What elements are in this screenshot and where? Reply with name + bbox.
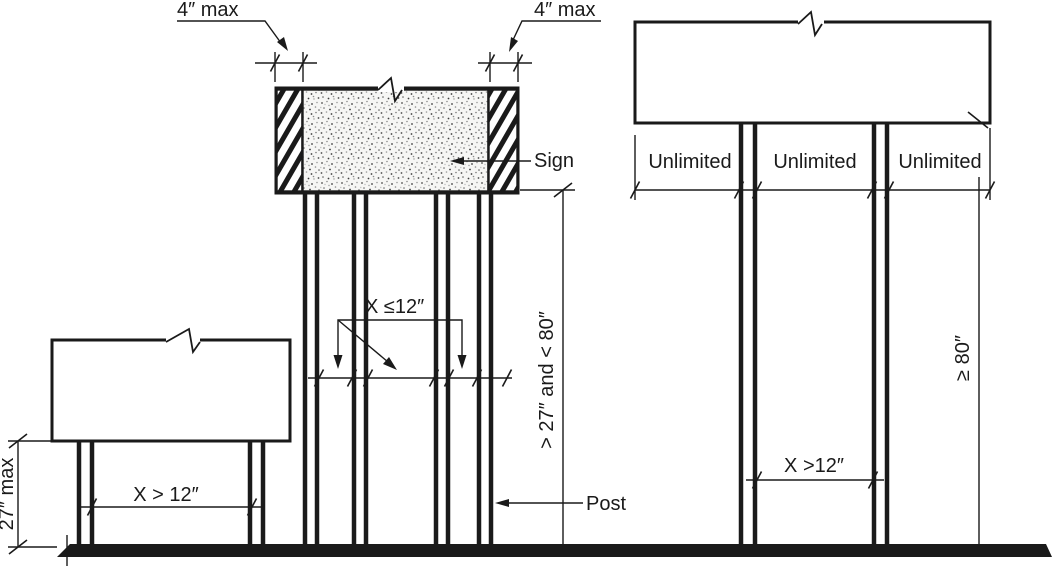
low-sign-panel bbox=[50, 338, 292, 443]
dimension-tick bbox=[984, 181, 996, 199]
mid-sign-overhang-left-label: 4″ max bbox=[177, 0, 239, 21]
mid-sign-overhang-right bbox=[487, 88, 519, 193]
dimension-tick bbox=[86, 498, 98, 516]
high-sign-panel bbox=[633, 20, 992, 125]
sign-callout: Sign bbox=[450, 150, 574, 172]
dimension-tick bbox=[269, 54, 281, 72]
mid-sign-figure: 4″ max 4″ max Sign Post bbox=[177, 0, 626, 544]
break-zigzag bbox=[797, 10, 823, 38]
dimension-tick bbox=[313, 369, 325, 387]
dimension-tick bbox=[751, 471, 763, 489]
mid-sign-overhang-left-dimension: 4″ max bbox=[177, 0, 317, 82]
dimension-tick bbox=[346, 369, 358, 387]
clearance-label-center: Unlimited bbox=[773, 151, 856, 173]
high-sign-spacing-dimension: X >12″ bbox=[746, 455, 884, 489]
dimension-tick bbox=[867, 471, 879, 489]
dimension-tick bbox=[512, 54, 524, 72]
mid-sign-overhang-right-label: 4″ max bbox=[534, 0, 596, 21]
mid-sign-spacing-label: X ≤12″ bbox=[365, 296, 424, 318]
dimension-tick bbox=[471, 369, 483, 387]
leader-line bbox=[512, 20, 601, 41]
break-zigzag bbox=[165, 327, 201, 355]
high-sign-height-dimension: ≥ 80″ bbox=[952, 177, 980, 544]
dimension-tick bbox=[8, 433, 28, 449]
clearance-label-right: Unlimited bbox=[898, 151, 981, 173]
leader-arrowhead bbox=[509, 37, 518, 52]
high-sign-figure: Unlimited Unlimited Unlimited X >12″ ≥ 8… bbox=[629, 10, 996, 544]
ground-bar bbox=[57, 544, 1052, 557]
leader-arrowhead bbox=[450, 157, 464, 165]
mid-sign-height-label: > 27″ and < 80″ bbox=[536, 311, 558, 449]
low-sign-figure: X > 12″ 27″ max bbox=[0, 327, 292, 555]
dimension-tick bbox=[8, 539, 28, 555]
mid-sign-break-symbol bbox=[377, 76, 404, 104]
sign-callout-label: Sign bbox=[534, 150, 574, 172]
post-callout-label: Post bbox=[586, 493, 626, 515]
ground bbox=[57, 535, 1052, 566]
leader-arrowhead bbox=[383, 357, 397, 370]
high-sign-height-label: ≥ 80″ bbox=[952, 335, 974, 381]
mid-sign-overhang-left bbox=[275, 88, 304, 193]
high-sign-break-symbol bbox=[797, 10, 824, 38]
leader-arrowhead bbox=[495, 499, 509, 507]
dimension-tick bbox=[553, 182, 573, 198]
leader-line bbox=[177, 20, 282, 44]
leader-arrowhead bbox=[277, 37, 288, 51]
dimension-tick bbox=[297, 54, 309, 72]
dimension-tick bbox=[629, 181, 641, 199]
high-sign-clearance-dimension: Unlimited Unlimited Unlimited bbox=[629, 111, 996, 200]
dimension-tick bbox=[733, 181, 745, 199]
break-mask bbox=[378, 84, 404, 92]
mid-sign-panel-center bbox=[301, 88, 490, 193]
dimension-tick bbox=[751, 181, 763, 199]
leader-line bbox=[337, 319, 463, 357]
dimension-tick bbox=[246, 498, 258, 516]
dimension-tick bbox=[443, 369, 455, 387]
dimension-tick bbox=[883, 181, 895, 199]
leader-arrowhead bbox=[457, 355, 467, 369]
dimension-tick bbox=[501, 369, 513, 387]
corner-tick bbox=[967, 111, 989, 129]
low-sign-height-label: 27″ max bbox=[0, 458, 18, 531]
dimension-tick bbox=[428, 369, 440, 387]
mid-sign-height-dimension: > 27″ and < 80″ bbox=[520, 182, 575, 544]
post-callout: Post bbox=[495, 493, 626, 515]
mid-sign-overhang-right-dimension: 4″ max bbox=[478, 0, 601, 82]
dimension-tick bbox=[362, 369, 374, 387]
low-sign-spacing-dimension: X > 12″ bbox=[79, 484, 262, 516]
break-mask bbox=[166, 336, 200, 344]
low-sign-height-dimension: 27″ max bbox=[0, 433, 57, 555]
mid-sign-spacing-dimension: X ≤12″ bbox=[308, 296, 513, 387]
leader-arrowhead bbox=[333, 355, 343, 369]
dimension-tick bbox=[866, 181, 878, 199]
high-sign-spacing-label: X >12″ bbox=[784, 455, 844, 477]
low-sign-break-symbol bbox=[165, 327, 201, 355]
low-sign-spacing-label: X > 12″ bbox=[133, 484, 198, 506]
dimension-tick bbox=[484, 54, 496, 72]
leader-line-diagonal bbox=[337, 319, 389, 363]
break-mask bbox=[798, 18, 824, 26]
break-zigzag bbox=[377, 76, 403, 104]
clearance-label-left: Unlimited bbox=[648, 151, 731, 173]
